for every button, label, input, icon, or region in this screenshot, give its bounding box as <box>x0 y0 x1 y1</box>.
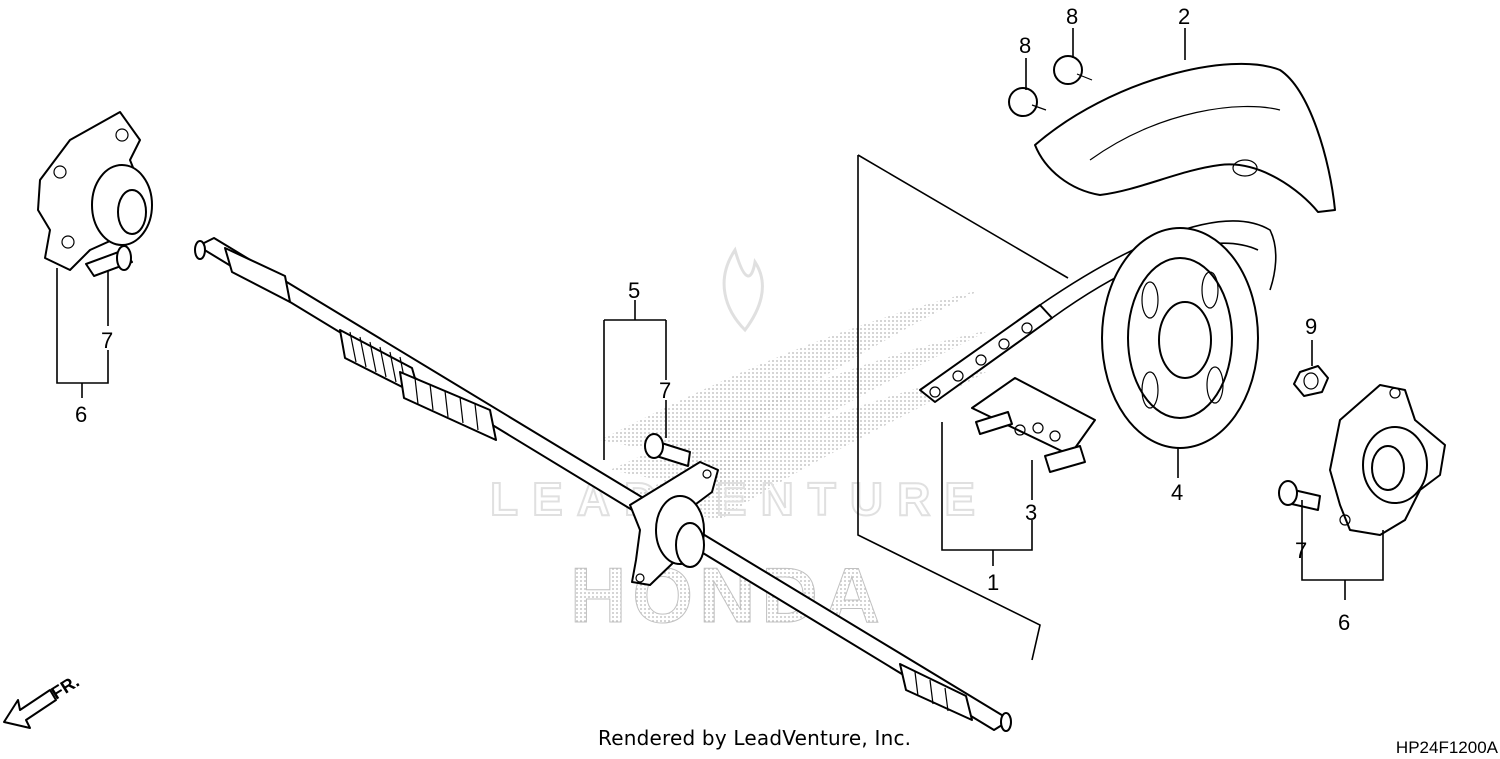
callout-9: 9 <box>1305 314 1317 339</box>
callout-3: 3 <box>1025 500 1037 525</box>
callout-7-left: 7 <box>101 328 113 353</box>
leader-lines <box>56 28 1384 600</box>
diagram-code: HP24F1200A <box>1395 738 1498 757</box>
callout-2: 2 <box>1178 4 1190 29</box>
callout-4: 4 <box>1171 480 1183 505</box>
center-hub-bolt <box>644 433 691 467</box>
right-wheel-hub <box>1329 384 1446 536</box>
callout-6-right: 6 <box>1338 610 1350 635</box>
front-direction-arrow: FR. <box>3 671 83 729</box>
guard-bolt-b <box>1053 55 1093 85</box>
chain-guard <box>1034 62 1336 213</box>
chain-joint-set <box>971 377 1096 473</box>
axle-center-hub <box>629 461 719 586</box>
left-hub-bolt <box>85 245 133 277</box>
callout-7-right: 7 <box>1295 538 1307 563</box>
callout-5: 5 <box>628 278 640 303</box>
guard-bolt-a <box>1008 87 1047 117</box>
left-wheel-hub <box>37 111 153 271</box>
honda-watermark: HONDA LEADVENTURE <box>489 246 990 640</box>
callout-8-a: 8 <box>1019 33 1031 58</box>
exploded-view-lines <box>603 154 1069 661</box>
driven-sprocket <box>1101 227 1259 449</box>
rear-axle-shaft <box>194 237 1012 732</box>
callout-1: 1 <box>987 570 999 595</box>
flange-nut <box>1293 365 1329 397</box>
footer-credit: Rendered by LeadVenture, Inc. <box>598 726 912 750</box>
callout-7-mid: 7 <box>659 378 671 403</box>
watermark-leadventure-text: LEADVENTURE <box>490 473 989 525</box>
callout-6-left: 6 <box>75 402 87 427</box>
right-hub-bolt <box>1278 480 1321 511</box>
callout-8-b: 8 <box>1066 4 1078 29</box>
